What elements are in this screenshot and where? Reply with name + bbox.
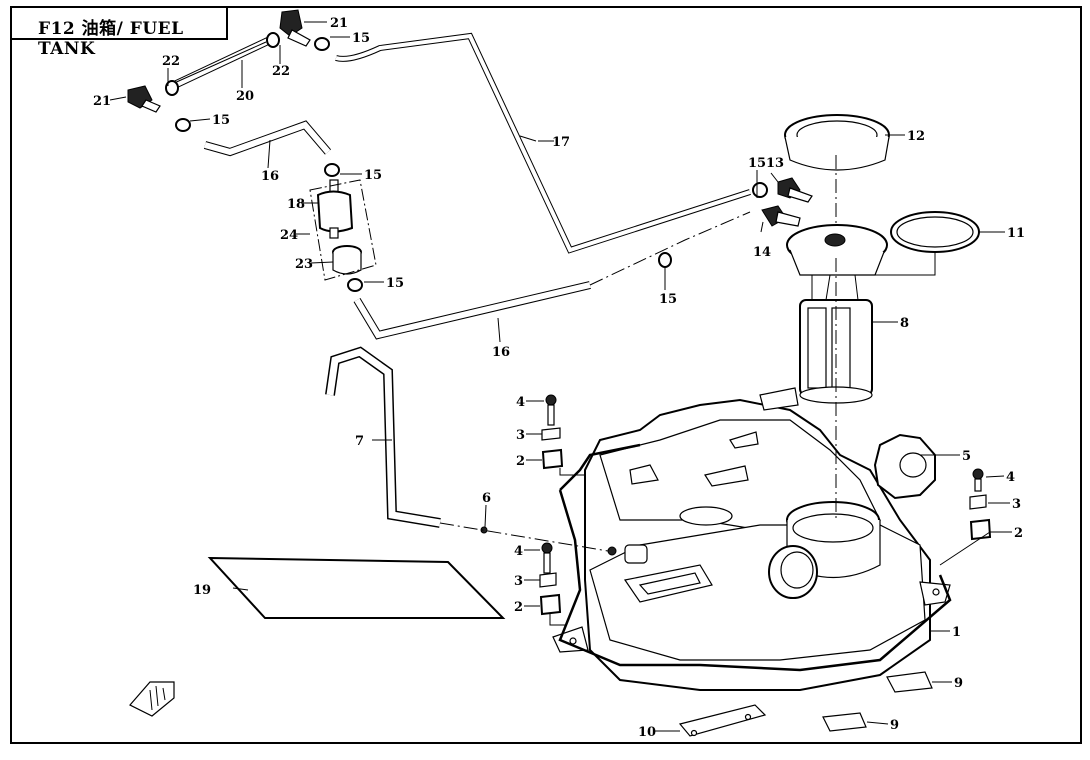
leader-lines [109, 21, 1012, 732]
mount-hardware-left-upper [541, 394, 564, 470]
filter-group-box [309, 179, 377, 281]
foam-sheet-19 [207, 556, 506, 619]
rubber-pad-9-upper [886, 671, 933, 693]
pump-fitting-13 [777, 177, 813, 203]
fuel-pump-assembly [759, 224, 888, 520]
callout-6: 6 [482, 491, 491, 506]
callout-labels: 21 15 22 22 20 21 15 17 16 15 18 24 23 1… [93, 16, 1025, 740]
callout-3-upper: 3 [516, 428, 525, 443]
breather-hose-7 [325, 346, 441, 528]
callout-20: 20 [236, 89, 254, 104]
callout-23: 23 [295, 257, 313, 272]
callout-9-upper: 9 [954, 676, 963, 691]
callout-2-right: 2 [1014, 526, 1023, 541]
callout-5: 5 [962, 449, 971, 464]
drawing-frame [10, 6, 1082, 744]
vent-valve-6 [480, 526, 488, 534]
mount-hardware-right [969, 468, 992, 541]
hose-clamps [165, 32, 768, 292]
callout-15-pump: 15 [748, 156, 766, 171]
callout-11: 11 [1007, 226, 1025, 241]
fuel-cap [873, 433, 936, 500]
callout-4-lower: 4 [514, 544, 523, 559]
callout-19: 19 [193, 583, 211, 598]
title-box: F12 油箱/ FUEL TANK [10, 6, 228, 59]
mount-hardware-left-lower [539, 542, 562, 616]
callout-15-mid: 15 [659, 292, 677, 307]
fuel-hose-16-upper [203, 120, 332, 157]
front-direction-icon [129, 681, 175, 717]
callout-4-right: 4 [1006, 470, 1015, 485]
pump-seal-ring [890, 211, 980, 253]
callout-15-left: 15 [212, 113, 230, 128]
callout-14: 14 [753, 245, 771, 260]
callout-8: 8 [900, 316, 909, 331]
callout-16-upper: 16 [261, 169, 279, 184]
callout-17: 17 [552, 135, 570, 150]
callout-4-upper: 4 [516, 395, 525, 410]
fuel-hose-16-lower [353, 281, 591, 340]
rubber-pad-9-lower [822, 712, 867, 732]
callout-3-lower: 3 [514, 574, 523, 589]
fuel-filter [316, 179, 354, 239]
page-title: F12 油箱/ FUEL TANK [38, 19, 184, 59]
callout-13: 13 [766, 156, 784, 171]
fuel-hose-20 [166, 36, 272, 92]
callout-1: 1 [952, 625, 961, 640]
hose-fitting-21-top [279, 9, 311, 47]
callout-10: 10 [638, 725, 656, 740]
lock-ring [784, 114, 890, 171]
callout-15-top: 15 [352, 31, 370, 46]
callout-3-right: 3 [1012, 497, 1021, 512]
callout-22-left: 22 [162, 54, 180, 69]
callout-21-left: 21 [93, 94, 111, 109]
callout-21-top: 21 [330, 16, 348, 31]
fuel-hose-17 [335, 32, 751, 254]
callout-24: 24 [280, 228, 298, 243]
fuel-tank-body [552, 398, 952, 691]
callout-2-lower: 2 [514, 600, 523, 615]
filter-sleeve [332, 245, 362, 275]
callout-9-lower: 9 [890, 718, 899, 733]
pump-fitting-14 [761, 205, 801, 227]
callout-15-filter-bottom: 15 [386, 276, 404, 291]
callout-22-right: 22 [272, 64, 290, 79]
hose-fitting-21-left [127, 85, 161, 113]
callout-12: 12 [907, 129, 925, 144]
callout-15-filter-top: 15 [364, 168, 382, 183]
callout-2-upper: 2 [516, 454, 525, 469]
rubber-strip-10 [678, 704, 767, 737]
callout-16-lower: 16 [492, 345, 510, 360]
callout-18: 18 [287, 197, 305, 212]
callout-7: 7 [355, 434, 364, 449]
